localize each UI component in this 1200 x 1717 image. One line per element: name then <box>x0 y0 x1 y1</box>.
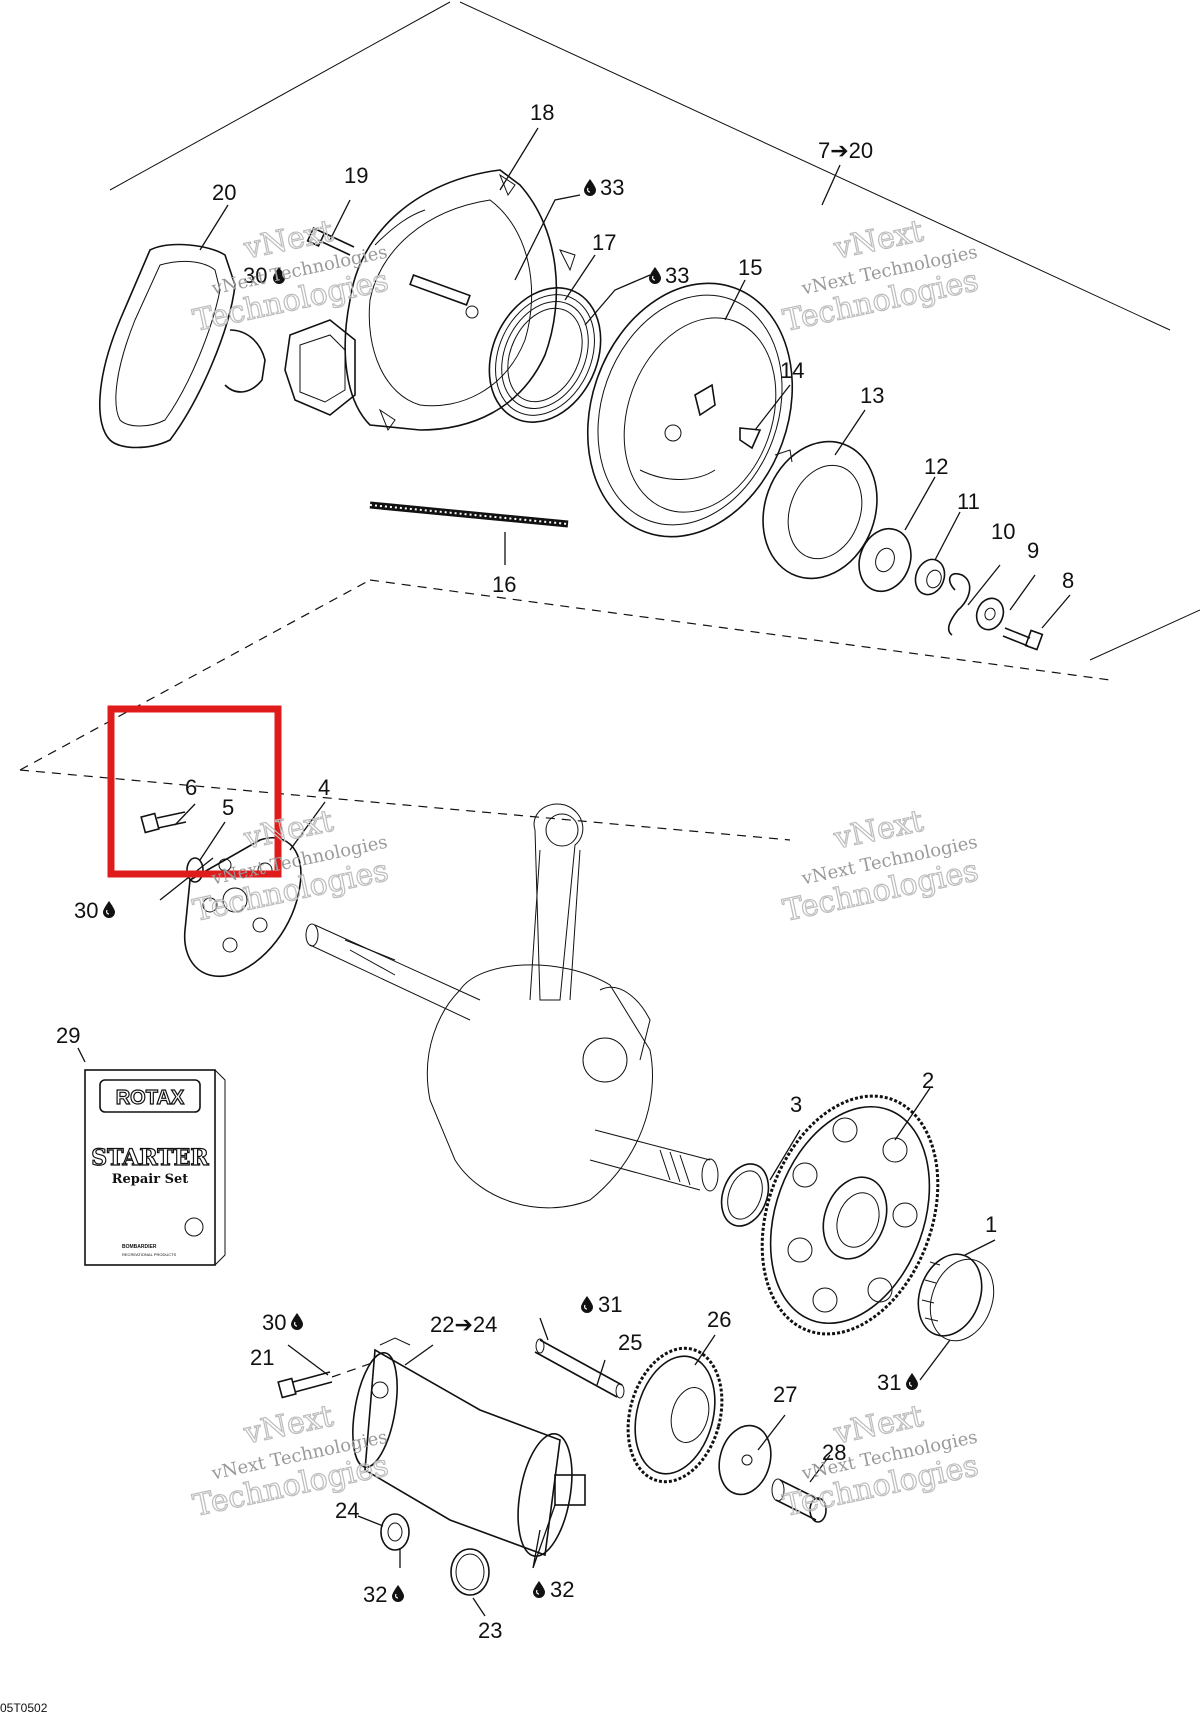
label-30-top: 30 <box>243 263 267 288</box>
label-31-mid: 31 <box>598 1292 622 1317</box>
label-16: 16 <box>492 572 516 597</box>
part-23-o-ring <box>450 1548 490 1596</box>
part-8-screw <box>1002 627 1044 651</box>
oil-drop-icon <box>584 178 596 196</box>
repair-kit-title: STARTER <box>91 1145 209 1171</box>
label-9: 9 <box>1027 538 1039 563</box>
label-17: 17 <box>592 230 616 255</box>
label-1: 1 <box>985 1212 997 1237</box>
part-1-needle-bearing <box>917 1253 995 1342</box>
label-28: 28 <box>822 1440 846 1465</box>
label-7-20: 7➔20 <box>818 138 873 163</box>
repair-kit-brand: ROTAX <box>116 1087 185 1109</box>
part-25-shaft <box>534 1338 625 1399</box>
label-33-top: 33 <box>600 175 624 200</box>
part-4-plate <box>183 837 302 978</box>
label-31-right: 31 <box>877 1370 901 1395</box>
part-19-bolt <box>306 227 355 256</box>
oil-drop-icon <box>392 1584 404 1602</box>
label-12: 12 <box>924 454 948 479</box>
part-12-washer <box>858 527 912 593</box>
label-24: 24 <box>335 1498 359 1523</box>
part-27-washer <box>718 1424 772 1496</box>
label-22-24: 22➔24 <box>430 1312 497 1337</box>
label-11: 11 <box>957 489 980 514</box>
oil-drop-icon <box>649 266 661 284</box>
label-6: 6 <box>185 775 197 800</box>
oil-drop-icon <box>581 1295 593 1313</box>
part-10-spring-clip <box>947 572 971 636</box>
repair-kit-footer-brand: BOMBARDIER <box>122 1244 157 1250</box>
watermark-bottom-left: vNext vNext Technologies Technologies <box>189 1398 392 1524</box>
oil-drop-icon <box>906 1372 918 1390</box>
document-code: 05T0502 <box>0 1701 48 1715</box>
label-15: 15 <box>738 255 762 280</box>
part-9-washer <box>975 597 1005 631</box>
part-14-pawl <box>739 427 762 450</box>
label-10: 10 <box>991 519 1015 544</box>
part-17-recoil-spring <box>488 287 602 423</box>
label-25: 25 <box>618 1330 642 1355</box>
part-6-bolt <box>140 811 187 834</box>
label-30-bottom: 30 <box>262 1310 286 1335</box>
label-20: 20 <box>212 180 236 205</box>
label-32-right: 32 <box>550 1577 574 1602</box>
part-26-intermediate-gear <box>626 1346 724 1484</box>
part-15-rope-pulley <box>586 282 794 538</box>
repair-kit-subtitle: Repair Set <box>112 1172 189 1187</box>
part-24-seal <box>380 1513 410 1551</box>
label-23: 23 <box>478 1618 502 1643</box>
part-13-pawl-lock <box>762 440 878 580</box>
part-28-bushing <box>771 1478 827 1523</box>
upper-assembly-outline <box>19 1 1200 841</box>
label-32-left: 32 <box>363 1582 387 1607</box>
label-14: 14 <box>780 358 804 383</box>
highlight-box <box>107 705 282 878</box>
part-18-starter-housing <box>344 169 576 432</box>
watermark-top-right: vNext vNext Technologies Technologies <box>779 213 982 339</box>
label-8: 8 <box>1062 568 1074 593</box>
leader-lines <box>77 127 1071 1617</box>
watermark-top-left: vNext vNext Technologies Technologies <box>189 213 392 339</box>
label-30-mid: 30 <box>74 898 98 923</box>
watermark-mid-right: vNext vNext Technologies Technologies <box>779 803 982 929</box>
watermark-mid-left: vNext vNext Technologies Technologies <box>189 803 392 929</box>
part-3-o-ring <box>720 1163 770 1227</box>
starter-motor <box>352 1337 586 1558</box>
label-3: 3 <box>790 1092 802 1117</box>
label-21: 21 <box>250 1345 274 1370</box>
oil-drop-icon <box>103 900 115 918</box>
label-2: 2 <box>922 1068 934 1093</box>
label-19: 19 <box>344 163 368 188</box>
label-4: 4 <box>318 775 330 800</box>
watermark-bottom-right: vNext vNext Technologies Technologies <box>779 1398 982 1524</box>
part-21-bolt <box>277 1361 376 1399</box>
part-rope-guide <box>284 319 356 416</box>
part-16-rope <box>369 501 569 528</box>
oil-drop-icon <box>533 1580 545 1598</box>
label-33-mid: 33 <box>665 263 689 288</box>
repair-kit-booklet: ROTAX STARTER Repair Set BOMBARDIER RECR… <box>84 1069 226 1266</box>
part-labels: 18 19 20 7➔20 33 17 33 15 30 14 13 12 11… <box>56 100 1074 1643</box>
oil-drop-icon <box>291 1312 303 1330</box>
part-5-washer <box>186 857 204 883</box>
repair-kit-footer-sub: RECREATIONAL PRODUCTS <box>122 1252 177 1257</box>
part-2-starter-gear <box>760 1094 940 1336</box>
label-29: 29 <box>56 1023 80 1048</box>
label-5: 5 <box>222 795 234 820</box>
part-20-rope-handle <box>98 243 266 449</box>
label-18: 18 <box>530 100 554 125</box>
label-27: 27 <box>773 1382 797 1407</box>
label-26: 26 <box>707 1307 731 1332</box>
label-13: 13 <box>860 383 884 408</box>
crankshaft <box>305 803 719 1209</box>
part-11-bushing <box>914 558 946 596</box>
